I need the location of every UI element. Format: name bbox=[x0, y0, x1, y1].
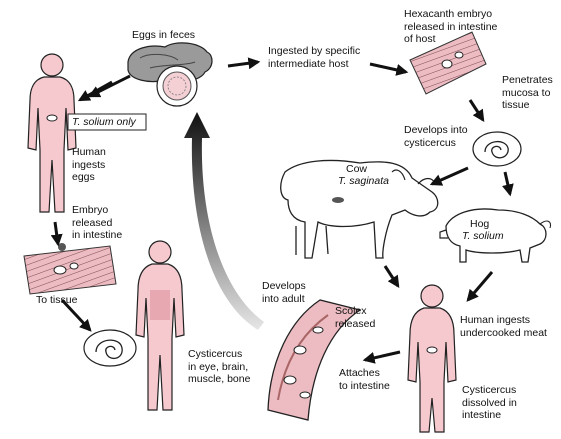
label-attaches-to-intestine: Attaches to intestine bbox=[339, 367, 390, 392]
label-develops-into-adult: Develops into adult bbox=[262, 280, 306, 305]
label-t-solium-only: T. solium only bbox=[72, 116, 136, 129]
return-arrow bbox=[184, 112, 264, 330]
cysticercus-oval-left bbox=[84, 330, 136, 366]
human-figure-right bbox=[408, 285, 456, 432]
label-hexacanth-embryo: Hexacanth embryo released in intestine o… bbox=[404, 8, 497, 46]
cysticercus-oval-top bbox=[473, 132, 521, 166]
label-human-ingests-eggs: Human ingests eggs bbox=[72, 146, 106, 184]
label-hog: Hog bbox=[470, 218, 489, 231]
egg-illustration bbox=[157, 66, 197, 106]
label-penetrates-mucosa: Penetrates mucosa to tissue bbox=[502, 74, 553, 112]
label-eggs-in-feces: Eggs in feces bbox=[132, 29, 195, 42]
label-to-tissue: To tissue bbox=[36, 294, 77, 307]
human-figure-middle bbox=[136, 241, 184, 410]
label-develops-cysticercus: Develops into cysticercus bbox=[404, 124, 468, 149]
intestine-tissue-left bbox=[24, 243, 116, 294]
human-figure-left bbox=[28, 54, 76, 212]
label-scolex-released: Scolex released bbox=[335, 305, 375, 330]
label-human-ingests-meat: Human ingests undercooked meat bbox=[460, 314, 547, 339]
label-cysticercus-in-eye: Cysticercus in eye, brain, muscle, bone bbox=[188, 348, 250, 386]
label-ingested-by-host: Ingested by specific intermediate host bbox=[268, 45, 360, 70]
label-embryo-released: Embryo released in intestine bbox=[72, 204, 122, 242]
label-cow: Cow bbox=[346, 163, 367, 176]
label-hog-species: T. solium bbox=[462, 230, 504, 243]
label-cysticercus-dissolved: Cysticercus dissolved in intestine bbox=[462, 384, 517, 422]
label-cow-species: T. saginata bbox=[338, 175, 389, 188]
